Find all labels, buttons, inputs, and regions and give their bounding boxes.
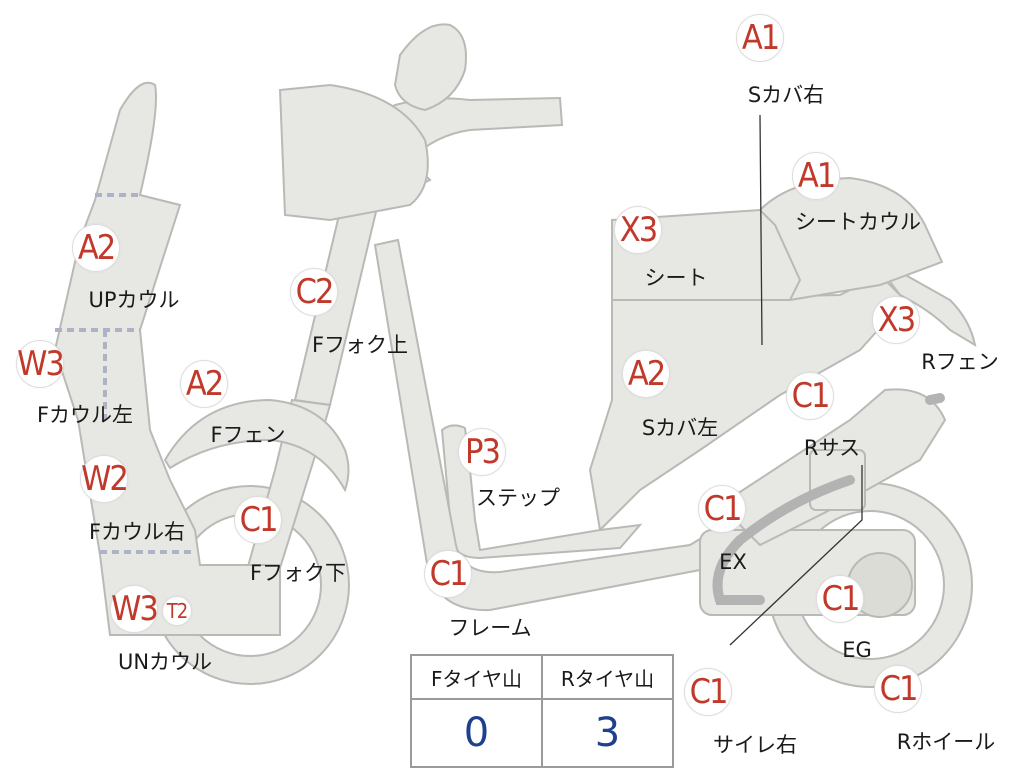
code-badge-un-cowl-extra: T2 — [162, 596, 192, 626]
label-seat-cowl: シートカウル — [795, 210, 921, 234]
label-un-cowl: UNカウル — [117, 650, 213, 674]
label-r-suspension: Rサス — [803, 436, 861, 460]
exhaust-pipe-shape — [712, 475, 855, 605]
code-badge-f-fender: A2 — [180, 360, 228, 408]
tire-table-header-row: Fタイヤ山 Rタイヤ山 — [410, 654, 674, 700]
code-badge-exhaust: C1 — [698, 485, 746, 533]
rear-tire-value: 3 — [541, 698, 674, 768]
label-f-cowl-right: Fカウル右 — [88, 520, 186, 544]
label-r-wheel: Rホイール — [896, 730, 996, 754]
code-badge-muffler-right: C1 — [684, 668, 732, 716]
front-tire-value: 0 — [410, 698, 543, 768]
code-badge-f-cowl-right: W2 — [80, 455, 129, 503]
code-badge-s-cover-left: A2 — [622, 350, 670, 398]
label-f-cowl-left: Fカウル左 — [36, 403, 134, 427]
label-engine: EG — [842, 638, 872, 662]
code-badge-f-fork-upper: C2 — [290, 268, 338, 316]
code-badge-frame: C1 — [424, 550, 472, 598]
code-badge-f-cowl-left: W3 — [16, 340, 65, 388]
label-f-fork-upper: Fフォク上 — [311, 333, 409, 357]
code-badge-r-wheel: C1 — [874, 665, 922, 713]
rear-tire-header: Rタイヤ山 — [541, 654, 674, 700]
code-badge-engine: C1 — [816, 575, 864, 623]
front-fender-shape — [163, 398, 350, 493]
seat-cowl-shape — [758, 176, 944, 302]
code-badge-r-suspension: C1 — [786, 372, 834, 420]
tire-tread-table: Fタイヤ山 Rタイヤ山 0 3 — [410, 654, 674, 768]
label-up-cowl: UPカウル — [88, 288, 180, 312]
code-badge-f-fork-lower: C1 — [234, 496, 282, 544]
front-cowl-shape — [53, 81, 281, 636]
code-badge-step: P3 — [458, 428, 506, 476]
label-s-cover-left: Sカバ左 — [641, 416, 719, 440]
label-exhaust: EX — [719, 550, 747, 574]
tire-table-value-row: 0 3 — [410, 698, 674, 768]
mirror-shape — [393, 23, 467, 112]
label-seat: シート — [644, 266, 708, 290]
label-r-fender: Rフェン — [921, 350, 999, 374]
label-frame: フレーム — [448, 616, 532, 640]
label-f-fork-lower: Fフォク下 — [249, 561, 347, 585]
code-badge-seat-cowl: A1 — [792, 152, 840, 200]
leader-muffler-right — [729, 465, 863, 646]
code-badge-s-cover-right: A1 — [736, 14, 784, 62]
label-s-cover-right: Sカバ右 — [747, 83, 825, 107]
code-badge-seat: X3 — [614, 206, 662, 254]
head-shape — [278, 83, 429, 222]
code-badge-un-cowl: W3 — [110, 585, 159, 633]
code-badge-r-fender: X3 — [872, 296, 920, 344]
label-step: ステップ — [476, 486, 560, 510]
front-tire-header: Fタイヤ山 — [410, 654, 543, 700]
leader-s-cover-right — [759, 114, 763, 346]
code-badge-up-cowl: A2 — [72, 224, 120, 272]
label-f-fender: Fフェン — [210, 423, 286, 447]
label-muffler-right: サイレ右 — [713, 733, 797, 757]
